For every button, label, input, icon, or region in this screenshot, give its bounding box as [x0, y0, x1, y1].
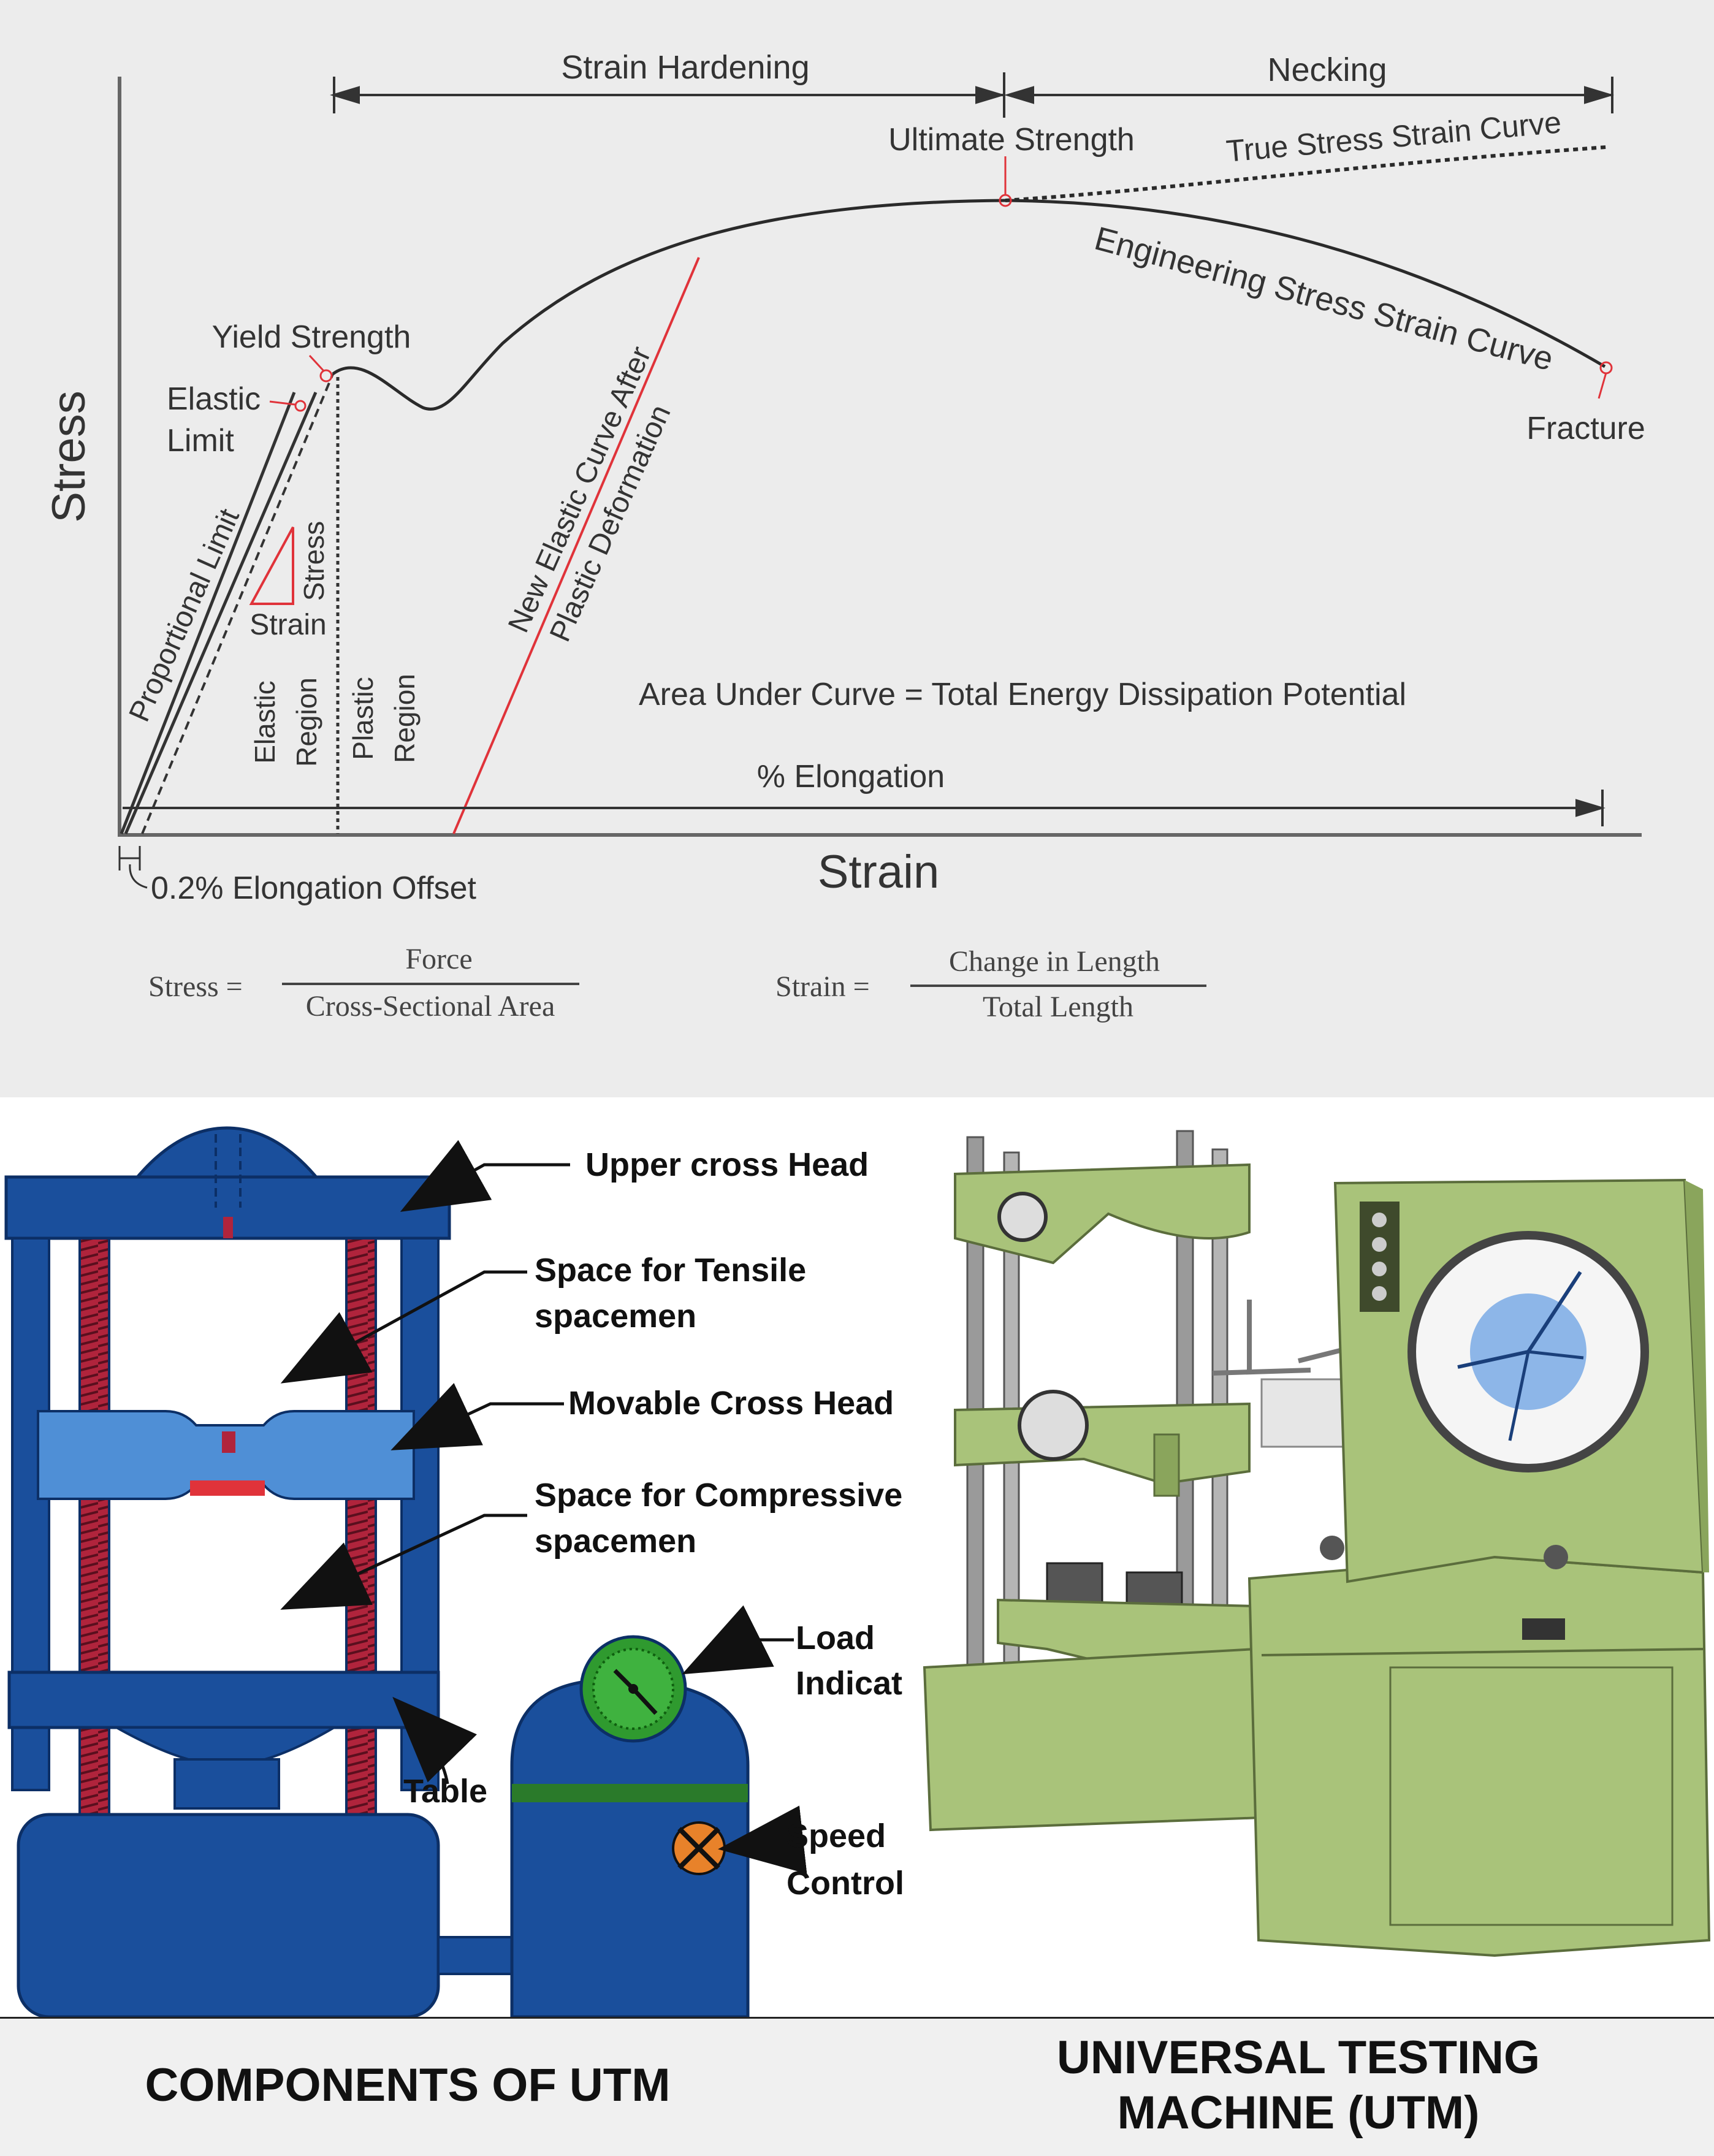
yield-leader	[308, 354, 325, 372]
plastic-region-l2: Region	[389, 674, 421, 763]
control-cabinet-body	[1247, 1555, 1711, 1957]
speed-knob-icon	[672, 1821, 726, 1875]
ultimate-strength-label: Ultimate Strength	[888, 122, 1135, 158]
offset-line	[141, 373, 334, 834]
elastic-region-l2: Region	[291, 677, 322, 767]
elongation-arrow	[123, 790, 1605, 826]
stress-formula-num: Force	[405, 943, 472, 975]
stress-strain-triangle	[249, 527, 294, 605]
left-screw	[78, 1237, 110, 1889]
middle-crosshead	[954, 1402, 1251, 1485]
table-label: Table	[403, 1773, 487, 1810]
stress-formula-den: Cross-Sectional Area	[306, 990, 555, 1023]
stress-strain-panel: Strain Hardening Necking % Elongation 0.…	[0, 0, 1714, 1097]
middle-dial-icon	[1018, 1390, 1089, 1461]
x-axis-label: Strain	[818, 846, 940, 898]
load-label-l2: Indicat	[796, 1665, 902, 1702]
tensile-label-l2: spacemen	[535, 1298, 696, 1335]
upper-cross-head-label: Upper cross Head	[585, 1146, 869, 1183]
offset-label: 0.2% Elongation Offset	[151, 870, 476, 906]
yield-marker	[319, 369, 333, 383]
speed-label-l2: Control	[787, 1865, 904, 1902]
strain-hardening-dimension	[330, 72, 1005, 118]
triangle-stress-label: Stress	[298, 521, 330, 601]
stress-formula: Stress = Force Cross-Sectional Area	[148, 943, 579, 1023]
fracture-leader	[1598, 372, 1607, 399]
right-screw	[345, 1237, 377, 1889]
elastic-line	[124, 392, 318, 834]
proportional-limit-label: Proportional Limit	[123, 504, 246, 726]
right-caption-l1: UNIVERSAL TESTING	[1056, 2032, 1541, 2084]
tensile-arrow	[280, 1270, 527, 1384]
utm-machine-panel	[906, 1116, 1714, 2017]
elastic-limit-marker	[294, 400, 307, 412]
proportional-line	[120, 392, 296, 834]
fracture-marker	[1599, 361, 1613, 375]
strain-formula-num: Change in Length	[949, 945, 1160, 978]
stress-strain-diagram: Strain Hardening Necking % Elongation 0.…	[43, 49, 1645, 1023]
engineering-curve	[332, 199, 1606, 411]
y-axis-label: Stress	[43, 390, 95, 522]
true-curve-label: True Stress Strain Curve	[1225, 105, 1563, 169]
load-dial-icon	[1407, 1231, 1649, 1472]
load-label-l1: Load	[796, 1620, 875, 1656]
table	[7, 1670, 440, 1729]
strain-hardening-label: Strain Hardening	[561, 49, 809, 86]
compressive-label-l1: Space for Compressive	[535, 1477, 902, 1514]
handle-lever-icon	[1212, 1300, 1348, 1376]
movable-cross-head	[37, 1410, 415, 1500]
new-elastic-line	[452, 257, 700, 834]
stress-formula-lhs: Stress =	[148, 970, 243, 1003]
upper-crown	[131, 1126, 322, 1182]
speed-arrow	[718, 1805, 807, 1874]
area-label: Area Under Curve = Total Energy Dissipat…	[639, 677, 1406, 712]
table-arrow	[392, 1696, 477, 1785]
strain-formula: Strain = Change in Length Total Length	[775, 945, 1206, 1023]
strain-formula-den: Total Length	[983, 991, 1133, 1023]
loading-unit-base	[923, 1647, 1263, 1832]
elastic-limit-label-l1: Elastic	[167, 381, 261, 417]
utm-machine-illustration	[923, 1130, 1711, 1957]
yield-strength-label: Yield Strength	[212, 319, 411, 355]
strain-formula-lhs: Strain =	[775, 970, 870, 1003]
upper-head-arrow	[400, 1140, 570, 1212]
necking-dimension	[1004, 77, 1614, 113]
load-arrow	[682, 1605, 794, 1675]
elastic-region-l1: Elastic	[249, 680, 281, 763]
engineering-curve-label: Engineering Stress Strain Curve	[1091, 220, 1557, 378]
offset-marker	[118, 846, 148, 889]
components-panel: Upper cross Head Space for Tensile space…	[0, 1116, 906, 2019]
movable-cross-head-label: Movable Cross Head	[568, 1385, 894, 1422]
speed-label-l1: Speed	[787, 1818, 886, 1854]
top-dial-icon	[997, 1192, 1048, 1242]
control-buttons-icon	[1360, 1202, 1400, 1312]
left-caption: COMPONENTS OF UTM	[145, 2059, 671, 2111]
load-gauge-icon	[579, 1635, 687, 1743]
movable-head-arrow	[390, 1382, 564, 1450]
base	[17, 1813, 440, 2019]
compressive-label-l2: spacemen	[535, 1523, 696, 1560]
elongation-label: % Elongation	[757, 759, 945, 794]
tensile-label-l1: Space for Tensile	[535, 1252, 806, 1289]
triangle-strain-label: Strain	[249, 609, 326, 641]
caption-band: COMPONENTS OF UTM UNIVERSAL TESTING MACH…	[0, 2017, 1714, 2156]
elastic-limit-label-l2: Limit	[167, 423, 234, 459]
utm-components-diagram: Upper cross Head Space for Tensile space…	[4, 1126, 904, 2019]
elastic-limit-leader	[269, 400, 296, 406]
right-caption-l2: MACHINE (UTM)	[1117, 2087, 1480, 2139]
compressive-arrow	[280, 1514, 527, 1610]
fracture-label: Fracture	[1526, 411, 1645, 446]
necking-label: Necking	[1267, 51, 1387, 88]
plastic-region-l1: Plastic	[347, 677, 379, 760]
